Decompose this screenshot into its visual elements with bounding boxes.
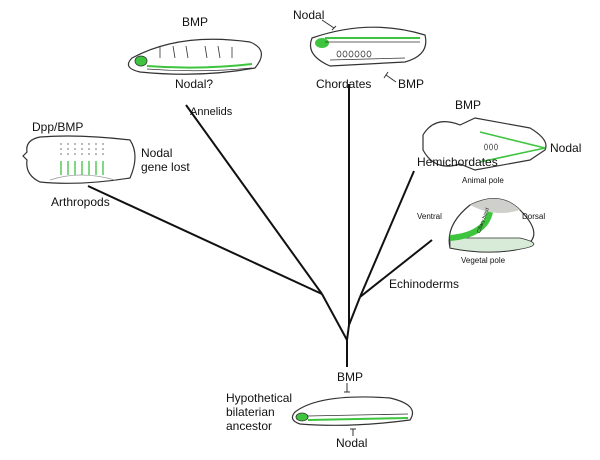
label-chordate-bmp: BMP bbox=[398, 77, 425, 91]
branch-echinoderms bbox=[359, 239, 433, 298]
branch-deuterostome bbox=[346, 324, 350, 341]
label-ventral: Ventral bbox=[417, 212, 442, 221]
inhibition-marks bbox=[321, 19, 397, 436]
chordate-embryo bbox=[309, 26, 427, 67]
label-annelid-bmp: BMP bbox=[182, 15, 209, 29]
echinoderm-larva bbox=[448, 198, 535, 253]
branch-protostome bbox=[321, 293, 348, 341]
label-arthropod-dpp: Dpp/BMP bbox=[32, 120, 84, 134]
arthropod-embryo bbox=[22, 135, 136, 184]
label-chordates: Chordates bbox=[316, 77, 372, 91]
label-nodal-lost: Nodal gene lost bbox=[141, 146, 190, 174]
label-annelids: Annelids bbox=[190, 106, 233, 118]
branch-annelids bbox=[185, 104, 323, 295]
label-ancestor: Hypothetical bilaterian ancestor bbox=[226, 391, 293, 433]
label-arthropods: Arthropods bbox=[51, 195, 110, 209]
branch-ambulacraria bbox=[348, 296, 361, 326]
label-echinoderms: Echinoderms bbox=[389, 277, 460, 291]
label-chordate-nodal: Nodal bbox=[293, 8, 325, 22]
label-animal-pole: Animal pole bbox=[462, 176, 504, 185]
label-annelid-nodal: Nodal? bbox=[175, 77, 214, 91]
label-hemi-nodal: Nodal bbox=[550, 141, 582, 155]
label-hemi-bmp: BMP bbox=[455, 98, 482, 112]
label-hemichordates: Hemichordates bbox=[417, 155, 498, 169]
hemichordate-embryo bbox=[422, 117, 547, 171]
branch-hemichordates bbox=[359, 170, 415, 298]
branch-arthropods bbox=[87, 185, 323, 295]
label-vegetal-pole: Vegetal pole bbox=[461, 256, 506, 265]
ancestor-embryo bbox=[291, 396, 414, 426]
tree-branches bbox=[87, 84, 433, 367]
label-ancestor-nodal: Nodal bbox=[336, 436, 368, 450]
label-ancestor-bmp: BMP bbox=[337, 370, 364, 384]
label-dorsal: Dorsal bbox=[522, 212, 546, 221]
annelid-embryo bbox=[127, 38, 262, 75]
